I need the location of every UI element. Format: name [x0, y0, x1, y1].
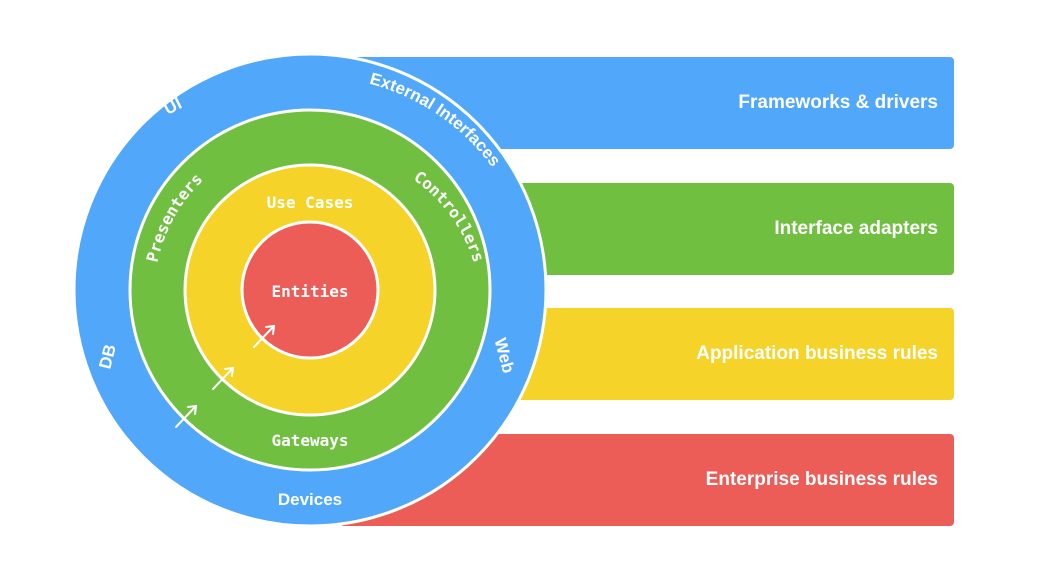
gateways-label: Gateways: [271, 431, 348, 450]
use-cases-label: Use Cases: [267, 193, 354, 212]
enterprise-business-rules-label: Enterprise business rules: [705, 469, 938, 490]
dependency-arrow-icon: [212, 366, 235, 390]
dependency-arrow-icon: [175, 404, 198, 428]
interface-adapters-label: Interface adapters: [774, 218, 938, 239]
application-business-rules-label: Application business rules: [696, 343, 938, 364]
frameworks-drivers-label: Frameworks & drivers: [738, 92, 938, 113]
entities-core: [240, 220, 380, 360]
dependency-arrow-icon: [253, 324, 276, 348]
devices-label: Devices: [278, 490, 342, 509]
entities-label: Entities: [271, 282, 348, 301]
